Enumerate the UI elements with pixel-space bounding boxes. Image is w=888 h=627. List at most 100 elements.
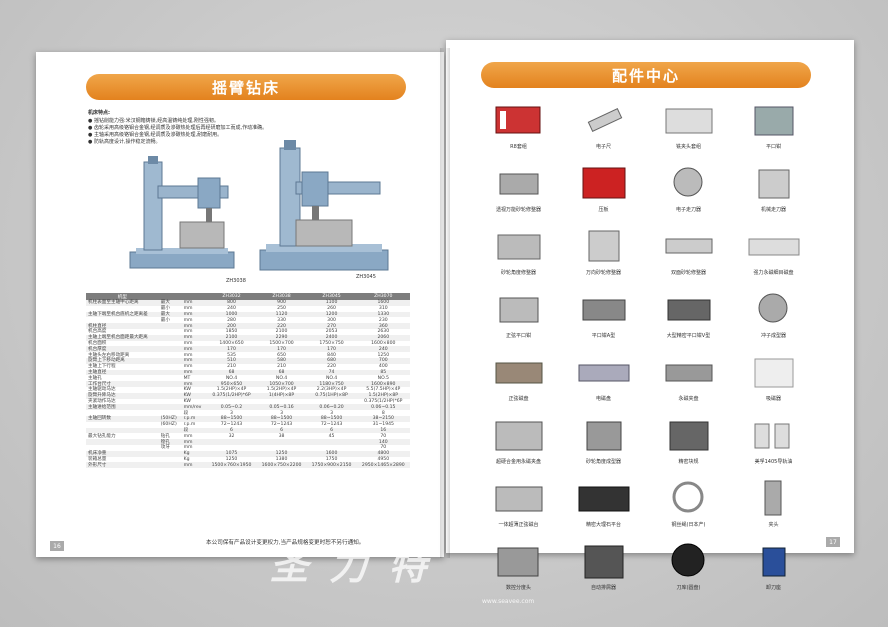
spec-cell: 840 [327, 352, 336, 358]
accessory-image [495, 362, 543, 384]
spec-cell: 72~1243 [320, 422, 343, 428]
accessory-image [758, 169, 790, 199]
accessory-item: 机械走刀器 [731, 159, 816, 222]
spec-cell: 主轴进给范围 [86, 404, 159, 411]
spec-cell: 1400×650 [219, 340, 244, 346]
spec-cell: 31~1945 [372, 422, 394, 428]
accessory-item: 砂轮角度成型器 [561, 411, 646, 474]
spec-cell: 2.2(3HP)×4P [316, 387, 347, 393]
spec-cell: 1750 [325, 456, 338, 462]
feature-item: ● 摇钻削能力强:米汉钢箱铸锁,经高温铸纯处理,刚性强韧。 [88, 118, 219, 124]
spec-cell: 280 [227, 317, 236, 323]
spec-cell: 2290 [256, 334, 307, 341]
accessory-item: 正弦磁盘 [476, 348, 561, 411]
accessory-image [495, 486, 543, 512]
spec-cell: 170 [306, 346, 357, 353]
spec-cell: 510 [206, 357, 257, 364]
spec-cell [158, 357, 182, 364]
spec-cell: 1330 [356, 311, 410, 318]
spec-cell: 装箱总量 [88, 456, 107, 462]
accessory-image [758, 293, 788, 323]
accessory-caption: 夹头 [768, 522, 779, 528]
spec-cell: 主轴上端至机台面距最大距离 [86, 334, 159, 341]
spec-cell: 0.375(1/2HP)*6P [364, 398, 403, 404]
accessory-image [586, 421, 622, 451]
spec-cell: 2950×1465×2890 [356, 462, 410, 469]
radial-drill-zh3038-image [129, 156, 235, 269]
accessory-image [762, 547, 786, 577]
accessory-caption: 砂轮角度成型器 [585, 459, 621, 465]
accessory-item: 美孚1405导轨油 [731, 411, 816, 474]
spec-cell: 535 [227, 352, 236, 358]
spec-cell: 1500×760×1950 [206, 462, 257, 469]
spec-cell: 0.375(1/2HP)*6P [206, 392, 257, 399]
spec-header-cell [181, 293, 207, 300]
spec-cell: 16 [356, 427, 410, 434]
accessory-caption: 平口钳 [765, 144, 781, 150]
accessory-caption: 卸刀座 [765, 585, 781, 591]
spec-cell: 2053 [325, 329, 338, 335]
accessory-caption: 刀库(圆盘) [676, 585, 701, 591]
spec-cell: 6 [256, 427, 307, 434]
accessory-caption: 美孚1405导轨油 [754, 459, 793, 465]
spec-cell: 170 [206, 346, 257, 353]
spec-cell [306, 439, 357, 445]
spec-cell: mm [183, 329, 193, 335]
spec-cell: 72~1243 [270, 422, 293, 428]
spec-cell: 250 [277, 306, 286, 312]
accessory-caption: 精密大理石平台 [585, 522, 621, 528]
spec-cell: mm [183, 433, 193, 439]
spec-cell: 68 [256, 369, 307, 376]
spec-cell: 主轴头左右移动距离 [88, 352, 130, 358]
accessory-item: 透视万能砂轮修整器 [476, 159, 561, 222]
spec-cell: 机床净重 [86, 450, 159, 457]
machine-label: ZH3038 [226, 278, 246, 284]
spec-cell: 700 [356, 357, 410, 364]
accessory-image [754, 106, 794, 136]
spec-header-cell: ZH3070 [356, 293, 410, 300]
spec-cell: 70 [380, 433, 387, 439]
features-title: 机床特点: [88, 110, 110, 116]
spec-cell: 210 [227, 364, 236, 370]
accessory-image [754, 358, 794, 388]
accessory-caption: 电磁盘 [595, 396, 611, 402]
spec-cell [158, 334, 182, 341]
spec-cell: 1(4HP)×8P [256, 392, 307, 399]
spec-cell: 最小 [160, 317, 170, 323]
machine-label: ZH3045 [356, 274, 376, 280]
accessory-item: 精密大理石平台 [561, 474, 646, 537]
accessory-image [588, 230, 620, 262]
spec-cell: mm [181, 334, 207, 341]
accessory-image [669, 421, 709, 451]
accessory-item: 永磁夹盘 [646, 348, 731, 411]
spec-cell: KW [183, 387, 191, 393]
spec-cell: 900 [256, 300, 307, 306]
spec-cell: 最小 [160, 306, 170, 312]
spec-cell: mm [183, 306, 193, 312]
watermark-url: www.seavee.com [482, 598, 535, 605]
accessory-caption: 数控分度头 [505, 585, 531, 591]
accessory-item: 超硬合金用永磁夹盘 [476, 411, 561, 474]
spec-cell: 1600×800 [371, 340, 396, 346]
spec-cell: 主轴直径 [86, 369, 159, 376]
accessory-item: 强力永磁细目磁盘 [731, 222, 816, 285]
spec-header-cell: 机型 [86, 293, 159, 300]
spec-cell: 580 [256, 357, 307, 364]
spec-cell: Kg [181, 450, 207, 457]
spec-cell: Kg [183, 456, 190, 462]
spec-cell: 段 [181, 427, 207, 434]
spec-cell: 1250 [225, 456, 238, 462]
spec-cell: 2060 [356, 334, 410, 341]
page-number-right: 17 [826, 537, 840, 547]
spec-cell: mm [181, 357, 207, 364]
spec-cell: 4950 [377, 456, 390, 462]
